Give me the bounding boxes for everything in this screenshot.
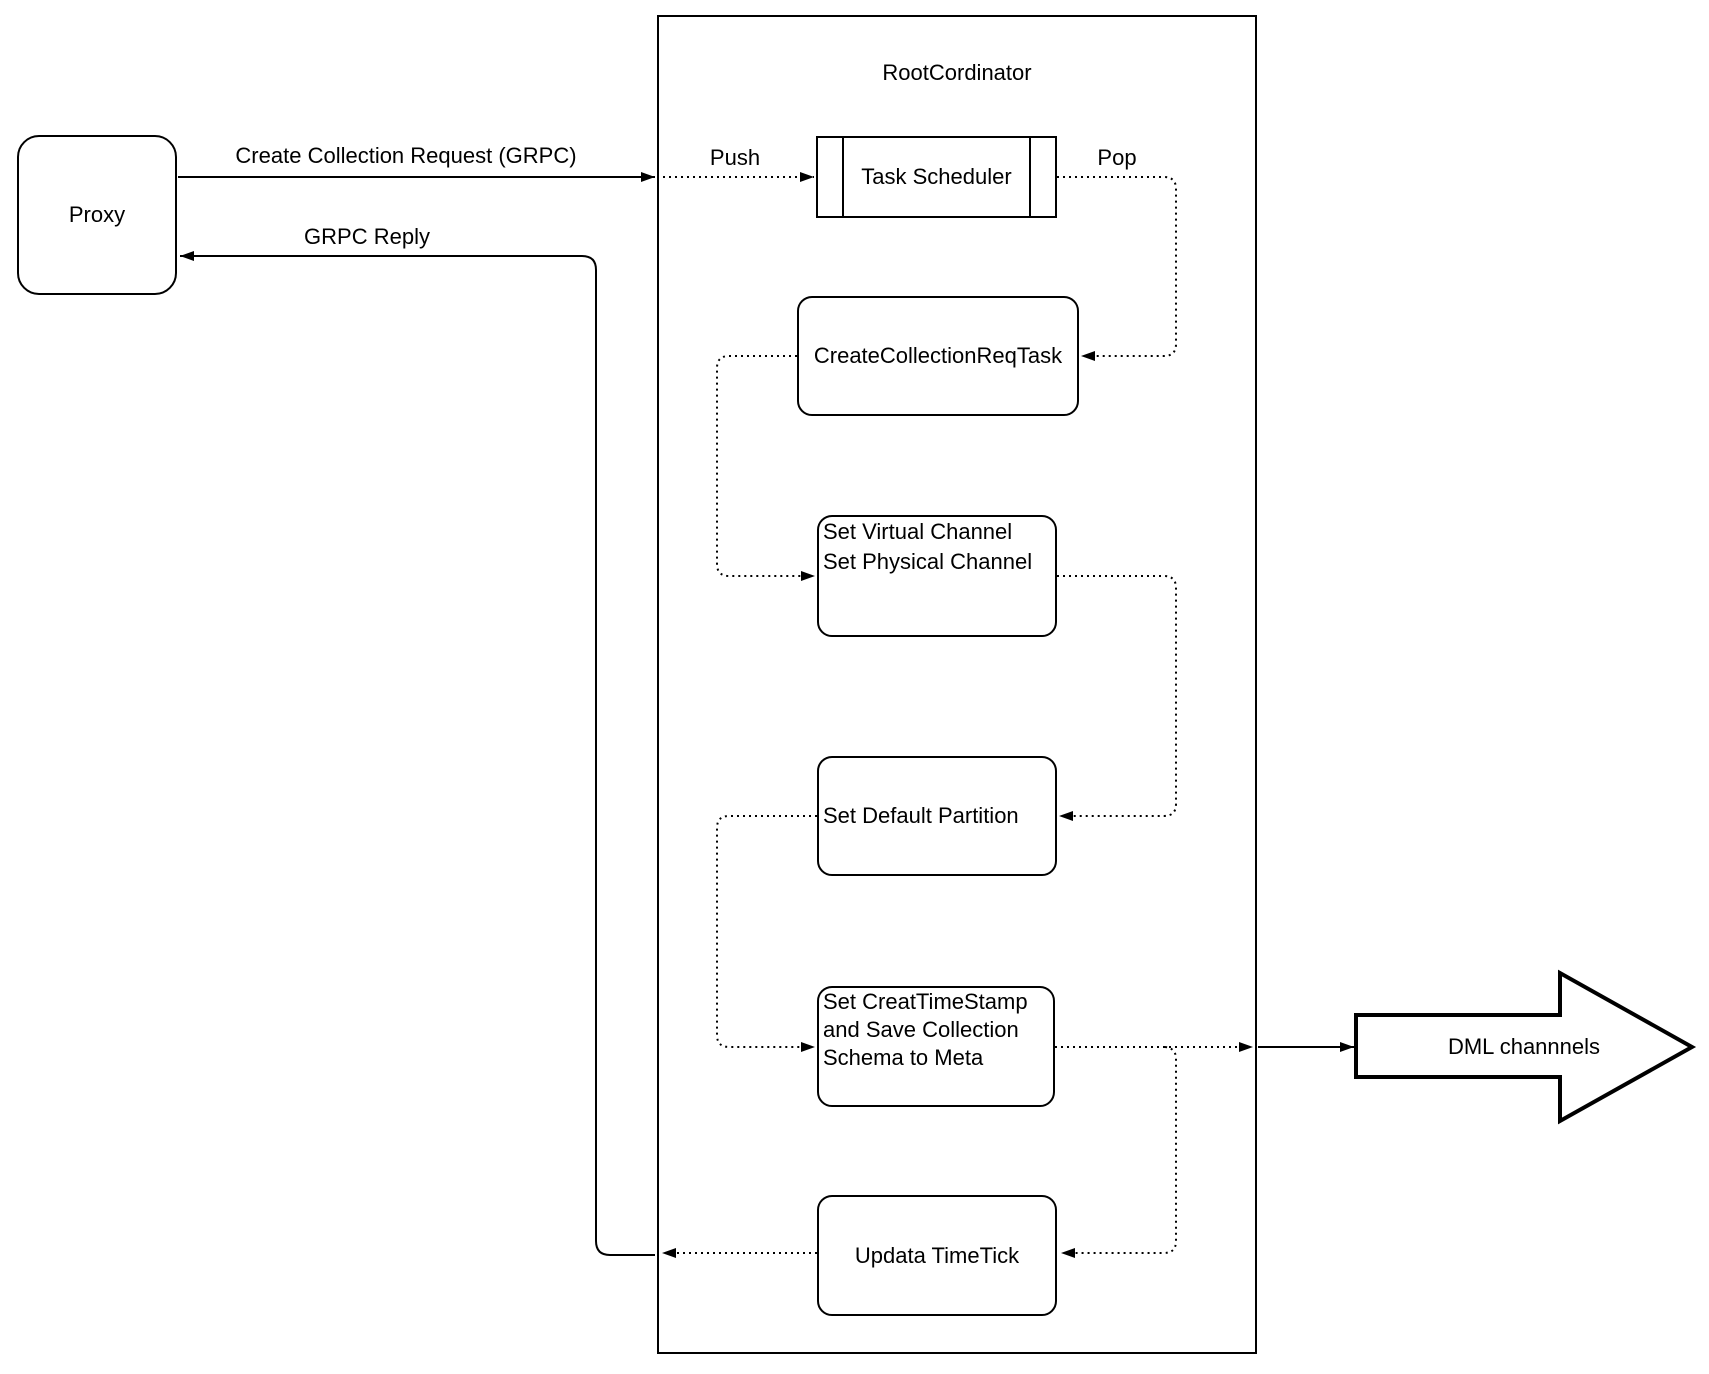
set-timestamp-label-line1: Set CreatTimeStamp (823, 989, 1028, 1014)
set-default-partition-node: Set Default Partition (817, 756, 1057, 876)
edge-partition-to-timestamp (716, 815, 817, 1052)
edge-reqtask-to-channels (716, 355, 815, 581)
updata-timetick-node: Updata TimeTick (817, 1195, 1057, 1316)
root-coordinator-title: RootCordinator (882, 60, 1032, 85)
create-collection-req-task-label: CreateCollectionReqTask (813, 343, 1063, 368)
edge-timestamp-to-timetick (1061, 1046, 1177, 1258)
create-collection-request-edge-label: Create Collection Request (GRPC) (235, 143, 577, 168)
dml-channels-arrow-shape (1354, 969, 1697, 1125)
edge-pop (1057, 176, 1177, 361)
set-timestamp-label-line3: Schema to Meta (823, 1045, 984, 1070)
set-channels-node: Set Virtual Channel Set Physical Channel (817, 515, 1057, 637)
push-edge-label: Push (709, 145, 761, 170)
task-scheduler-label: Task Scheduler (861, 164, 1012, 189)
proxy-node: Proxy (17, 135, 177, 295)
proxy-label: Proxy (68, 202, 126, 227)
updata-timetick-label: Updata TimeTick (854, 1242, 1020, 1268)
set-timestamp-node: Set CreatTimeStamp and Save Collection S… (817, 986, 1055, 1107)
task-scheduler-right-bar (1029, 138, 1031, 216)
set-virtual-channel-label: Set Virtual Channel (823, 519, 1013, 544)
edge-grpc-reply (180, 251, 655, 1256)
dml-channels-label: DML channnels (1447, 1034, 1601, 1059)
edge-channels-to-partition (1057, 575, 1177, 821)
pop-edge-label: Pop (1097, 145, 1137, 170)
create-collection-req-task-node: CreateCollectionReqTask (797, 296, 1079, 416)
set-default-partition-label: Set Default Partition (823, 803, 1019, 828)
task-scheduler-left-bar (842, 138, 844, 216)
root-coordinator-container (657, 15, 1257, 1354)
set-timestamp-label-line2: and Save Collection (823, 1017, 1019, 1042)
task-scheduler-node: Task Scheduler (816, 136, 1057, 218)
set-physical-channel-label: Set Physical Channel (823, 549, 1033, 574)
grpc-reply-edge-label: GRPC Reply (304, 224, 430, 249)
